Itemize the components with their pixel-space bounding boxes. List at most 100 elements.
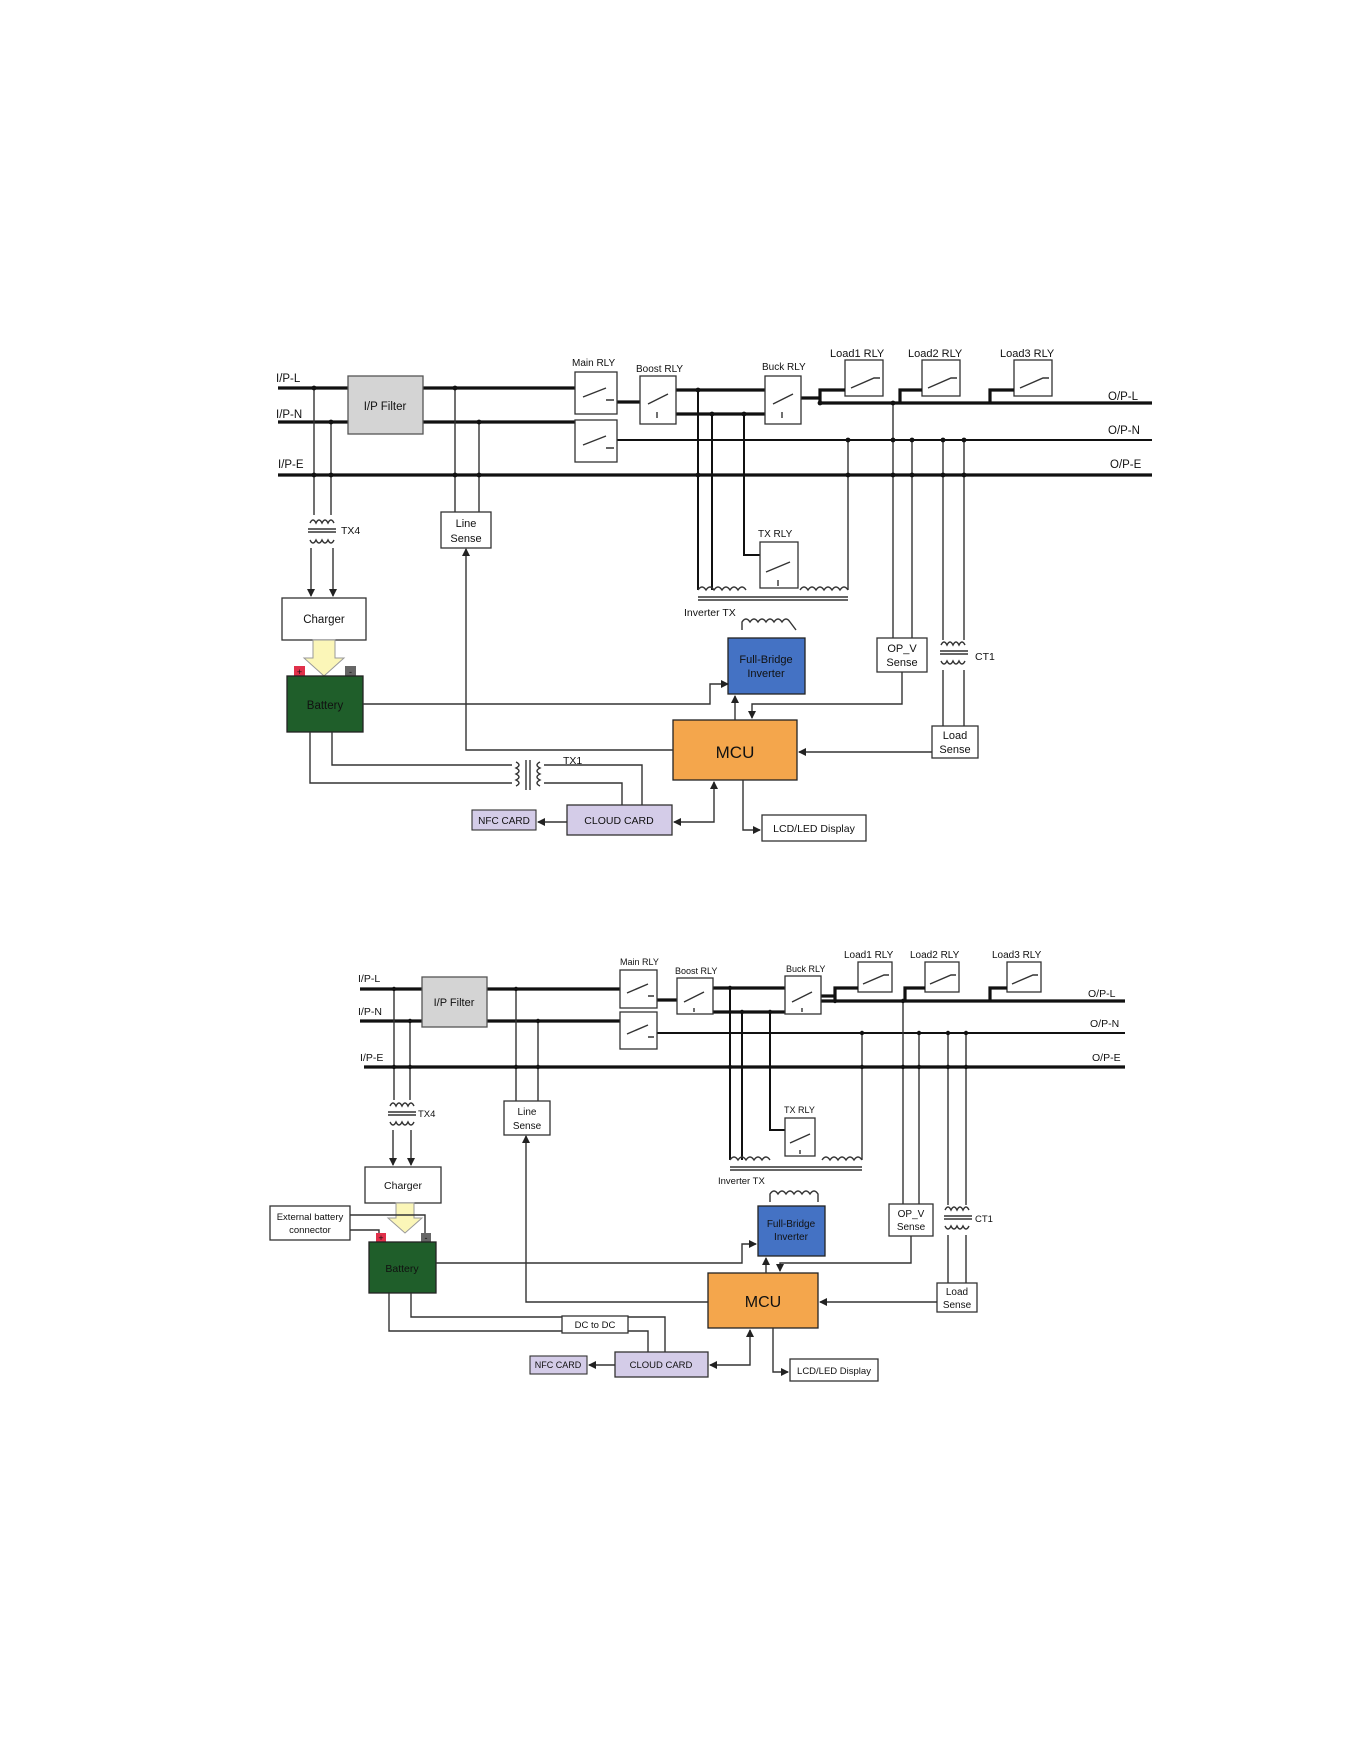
op-v-sense-leads — [892, 403, 913, 638]
inverter-tx-legs — [697, 390, 760, 590]
main-rly-label-2: Main RLY — [620, 957, 659, 967]
op-v-sense-box — [876, 637, 928, 673]
battery-to-dc-dc-2 — [388, 1293, 562, 1332]
mcu-label: MCU — [716, 743, 755, 762]
lcd-display-box — [761, 814, 867, 842]
nfc-card-label: NFC CARD — [478, 816, 530, 827]
charger-box-2 — [364, 1166, 442, 1204]
ip-n-label: I/P-N — [276, 409, 302, 421]
battery-label-2: Battery — [385, 1263, 419, 1275]
op-v-sense-label-1-2: OP_V — [898, 1209, 925, 1220]
buck-rly-switch — [772, 393, 794, 418]
mcu-to-line-sense-2 — [522, 1135, 708, 1303]
tx4-secondary-coil-2 — [389, 1120, 415, 1126]
inverter-tx-primary-left — [697, 586, 747, 592]
load-rly-stubs — [818, 388, 1014, 403]
load2-rly-switch-2 — [929, 974, 956, 985]
buck-rly-box-2 — [784, 975, 822, 1015]
ext-battery-connector-box — [269, 1205, 351, 1241]
load-sense-box-2 — [936, 1282, 978, 1313]
ip-n-label-2: I/P-N — [358, 1006, 382, 1018]
battery-box-2 — [368, 1241, 437, 1294]
mcu-cloud-link-2 — [709, 1329, 754, 1369]
battery-minus-terminal-2 — [421, 1233, 431, 1242]
battery-to-inverter — [363, 680, 729, 705]
ip-l-label-2: I/P-L — [358, 973, 380, 985]
ct1-leads — [942, 440, 965, 726]
charger-label-2: Charger — [384, 1180, 422, 1192]
buck-rly-switch-2 — [791, 991, 813, 1012]
tx4-secondary-coil — [309, 538, 335, 544]
line-sense-label-1-2: Line — [518, 1107, 537, 1118]
op-v-sense-to-mcu — [748, 672, 903, 719]
lcd-display-label-2: LCD/LED Display — [797, 1366, 871, 1377]
full-bridge-label-2-2: Inverter — [774, 1232, 809, 1243]
nfc-card-box — [471, 809, 537, 831]
op-l-label: O/P-L — [1108, 391, 1139, 403]
main-rly-box-n-2 — [619, 1011, 658, 1050]
buck-rly-label-2: Buck RLY — [786, 964, 825, 974]
ext-battery-label-2: connector — [289, 1225, 331, 1236]
load3-rly-label-2: Load3 RLY — [992, 950, 1042, 961]
ct1-coil-bottom — [940, 659, 966, 665]
tx4-primary-coil — [309, 519, 335, 525]
load3-rly-label: Load3 RLY — [1000, 348, 1055, 360]
load-sense-label-2-2: Sense — [943, 1300, 972, 1311]
cloud-card-label: CLOUD CARD — [584, 815, 654, 827]
main-rly-switch-l — [582, 387, 614, 401]
charger-label: Charger — [303, 614, 345, 626]
junction-dots — [311, 385, 967, 478]
battery-minus-terminal — [345, 666, 356, 676]
tx4-leads-2 — [393, 989, 411, 1100]
line-sense-leads-2 — [515, 989, 539, 1101]
load2-rly-box-2 — [924, 961, 960, 993]
op-v-sense-label-1: OP_V — [887, 643, 917, 655]
battery-minus-sign: - — [425, 1233, 428, 1243]
full-bridge-label-1: Full-Bridge — [739, 654, 792, 666]
inverter-tx-primary-left-2 — [729, 1156, 771, 1162]
ct1-coil-top — [940, 641, 966, 647]
line-sense-label-1: Line — [456, 518, 477, 530]
op-e-label-2: O/P-E — [1092, 1052, 1121, 1064]
inverter-tx-legs-2 — [729, 988, 785, 1160]
ct1-coil-top-2 — [944, 1206, 970, 1212]
battery-to-tx1 — [309, 732, 512, 784]
tx-rly-box-2 — [784, 1117, 816, 1157]
load1-rly-label-2: Load1 RLY — [844, 950, 894, 961]
lcd-display-box-2 — [789, 1358, 879, 1382]
op-e-label: O/P-E — [1110, 459, 1142, 471]
diagram-1: I/P Filter Main RLY Boost RLY Buck RLY L… — [276, 348, 1152, 842]
battery-plus-sign: + — [378, 1233, 383, 1243]
main-rly-box-l-2 — [619, 969, 658, 1009]
main-rly-label: Main RLY — [572, 358, 615, 369]
boost-rly-label: Boost RLY — [636, 364, 683, 375]
op-v-sense-leads-2 — [902, 1001, 920, 1204]
charge-arrow-2 — [386, 1202, 424, 1234]
tx-rly-label: TX RLY — [758, 529, 793, 540]
full-bridge-label-1-2: Full-Bridge — [767, 1219, 816, 1230]
mcu-label-2: MCU — [745, 1294, 781, 1311]
tx1-label: TX1 — [563, 755, 582, 767]
nfc-card-label-2: NFC CARD — [535, 1360, 582, 1370]
full-bridge-secondary-coil-2 — [769, 1190, 819, 1202]
ct1-label: CT1 — [975, 651, 995, 663]
inverter-tx-primary-right-2 — [821, 1156, 863, 1162]
tx4-primary-coil-2 — [389, 1102, 415, 1108]
tx-rly-box — [759, 541, 799, 589]
main-rly-switch-n — [582, 435, 614, 449]
battery-box — [286, 675, 364, 733]
load-sense-label-1-2: Load — [946, 1287, 968, 1298]
load-sense-label-2: Sense — [939, 744, 970, 756]
tx-rly-switch-2 — [789, 1133, 811, 1154]
tx1-coils — [514, 761, 542, 787]
ct1-label-2: CT1 — [975, 1214, 993, 1225]
diagram-2: I/P Filter Main RLY Boost RLY Buck RLY L… — [269, 950, 1125, 1382]
load3-rly-switch — [1019, 377, 1049, 389]
ip-l-label: I/P-L — [276, 373, 301, 385]
tx4-label: TX4 — [341, 525, 360, 537]
battery-plus-sign: + — [297, 667, 302, 677]
mcu-to-lcd — [742, 780, 761, 834]
op-v-sense-to-mcu-2 — [776, 1236, 912, 1272]
tx-rly-switch — [765, 561, 791, 586]
load1-rly-switch — [850, 377, 880, 389]
